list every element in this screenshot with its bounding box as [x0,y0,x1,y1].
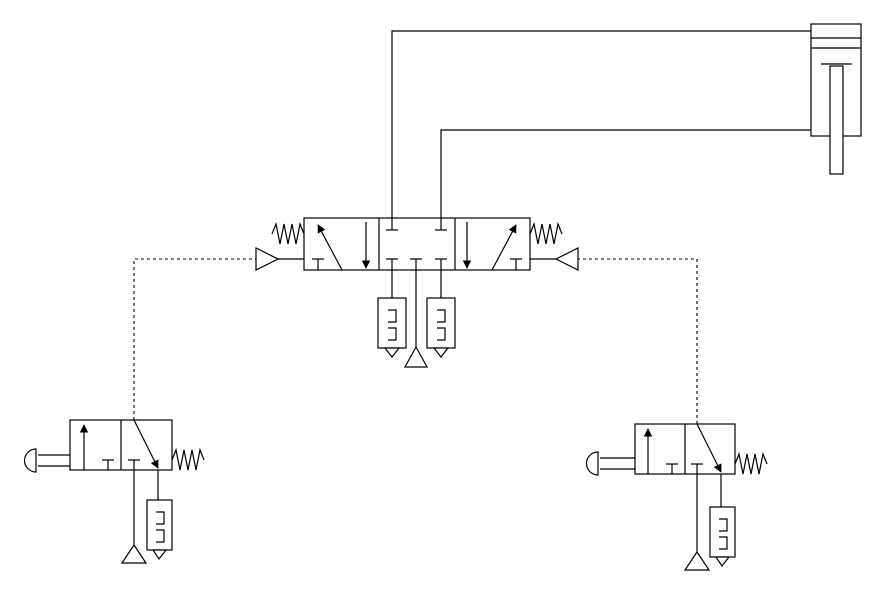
line-to-cylinder-cap [391,30,811,218]
right-spring [529,221,563,245]
left-3-2-push-button-valve [23,419,205,564]
main-silencer-right [426,297,456,358]
right-pressure-source [683,550,711,571]
left-spring [271,221,305,245]
working-lines [391,30,811,218]
right-pilot-triangle [554,247,579,271]
main-pressure-source [403,345,429,368]
left-push-button [23,448,37,473]
right-push-button [585,451,599,476]
main-5-2-directional-valve [255,217,579,368]
line-to-cylinder-rod [440,129,811,218]
pilot-lines [133,258,698,424]
left-pressure-source [120,543,148,564]
piston-rod [829,65,844,175]
main-silencer-left [377,297,407,358]
right-3-2-push-button-valve [585,423,768,571]
left-pilot-line [133,258,256,420]
right-pilot-line [578,258,698,424]
left-pilot-triangle [255,247,280,271]
double-acting-cylinder [810,23,862,175]
